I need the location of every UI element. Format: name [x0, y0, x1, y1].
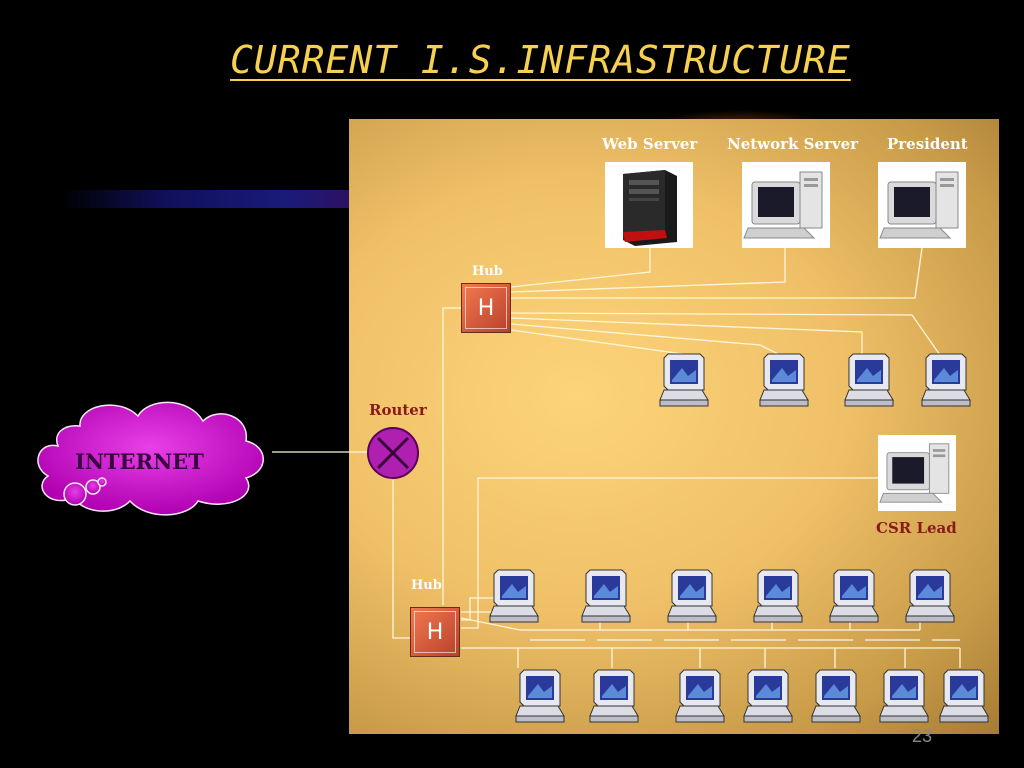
workstation-icon — [843, 350, 895, 408]
router-label: Router — [369, 401, 427, 419]
workstation-icon — [514, 666, 566, 724]
csr-lead-computer-icon — [878, 435, 956, 511]
workstation-icon — [658, 350, 710, 408]
hub-bottom-label: Hub — [411, 578, 442, 593]
president-computer-icon — [878, 162, 966, 248]
internet-cloud-icon — [37, 401, 264, 516]
workstation-icon — [878, 666, 930, 724]
workstation-icon — [488, 566, 540, 624]
network-server-label: Network Server — [727, 135, 859, 153]
workstation-icon — [674, 666, 726, 724]
hub-bottom-icon: H — [410, 607, 460, 657]
workstation-icon — [758, 350, 810, 408]
workstation-icon — [752, 566, 804, 624]
router-icon — [367, 427, 419, 479]
internet-label: INTERNET — [75, 449, 204, 474]
president-label: President — [887, 135, 968, 153]
workstation-icon — [580, 566, 632, 624]
workstation-icon — [666, 566, 718, 624]
hub-top-symbol: H — [465, 287, 507, 329]
workstation-icon — [742, 666, 794, 724]
decorative-bar — [60, 190, 360, 208]
workstation-icon — [810, 666, 862, 724]
workstation-icon — [920, 350, 972, 408]
hub-bottom-symbol: H — [414, 611, 456, 653]
hub-top-label: Hub — [472, 264, 503, 279]
hub-top-icon: H — [461, 283, 511, 333]
workstation-icon — [588, 666, 640, 724]
slide-title: CURRENT I.S.INFRASTRUCTURE — [230, 38, 851, 82]
web-server-icon — [605, 162, 693, 248]
network-server-computer-icon — [742, 162, 830, 248]
workstation-icon — [938, 666, 990, 724]
workstation-icon — [828, 566, 880, 624]
csr-lead-label: CSR Lead — [876, 519, 957, 537]
page-number: 23 — [912, 726, 933, 746]
web-server-label: Web Server — [602, 135, 698, 153]
workstation-icon — [904, 566, 956, 624]
